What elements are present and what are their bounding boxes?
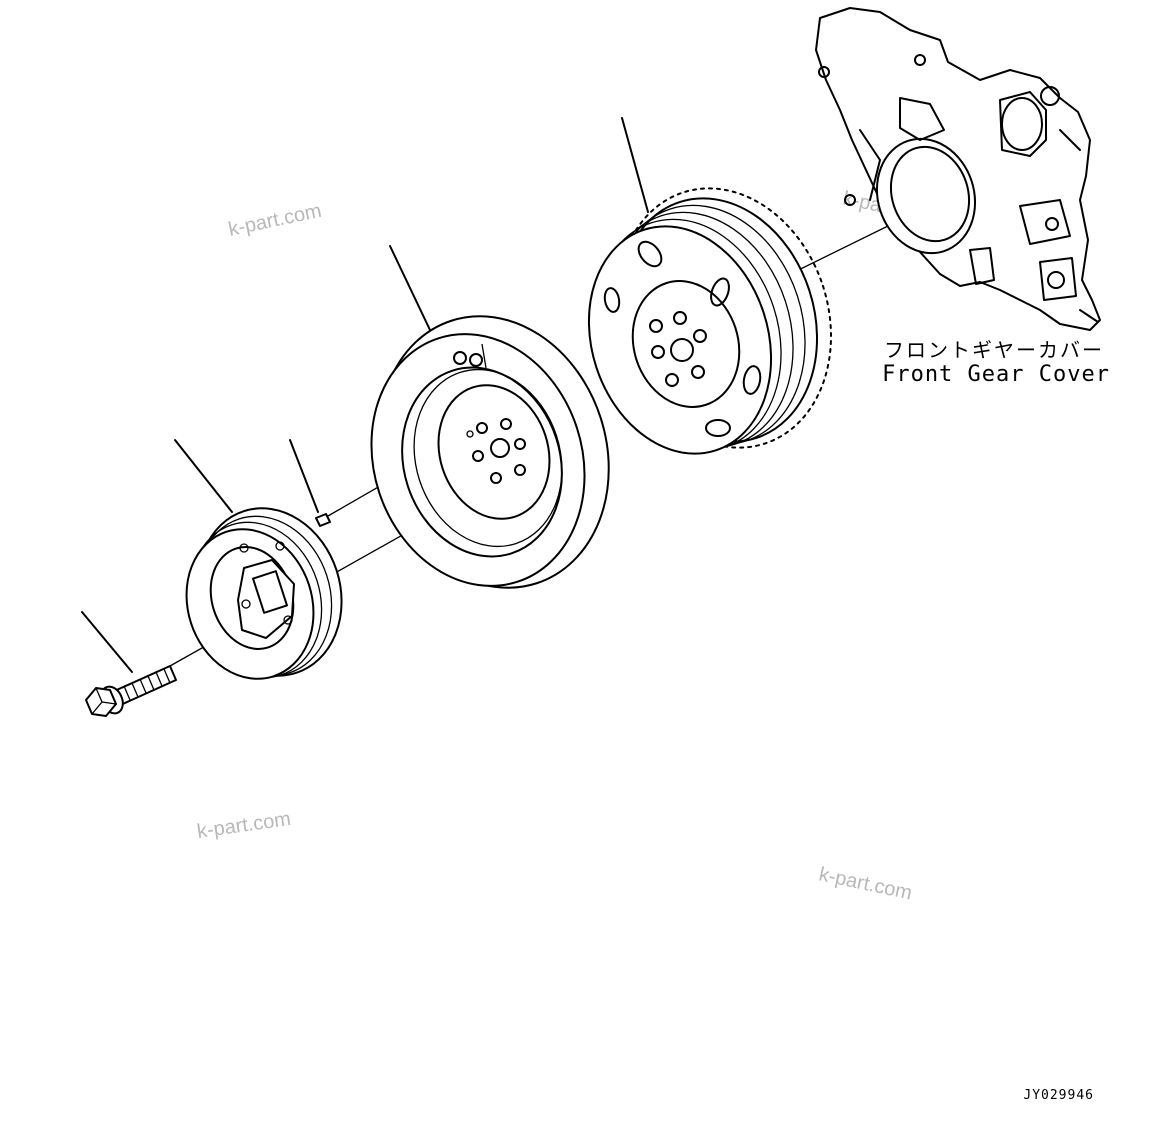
watermark-1: k-part.com xyxy=(226,200,323,241)
bolt xyxy=(85,665,177,717)
pulley xyxy=(185,507,343,680)
figure-code: JY029946 xyxy=(1023,1088,1094,1103)
dowel-pin xyxy=(315,513,331,527)
watermark-3: k-part.com xyxy=(817,863,914,904)
front-gear-cover-label-jp: フロントギヤーカバー xyxy=(884,338,1104,362)
damper xyxy=(370,315,610,589)
front-gear-cover xyxy=(815,7,1101,331)
front-gear-cover-label-en: Front Gear Cover xyxy=(882,362,1110,387)
gear-pulley xyxy=(587,187,832,455)
watermark-2: k-part.com xyxy=(196,808,293,843)
leader-lines xyxy=(81,117,649,673)
